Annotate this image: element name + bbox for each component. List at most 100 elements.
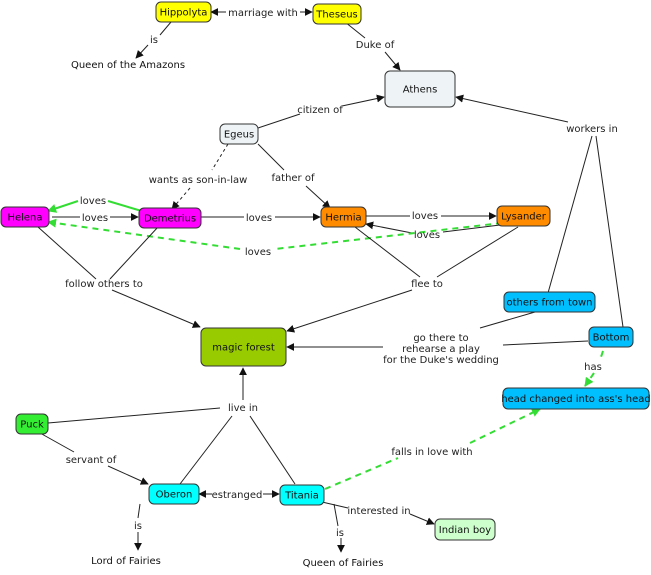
edge-hermia-flee	[354, 226, 421, 278]
node-bottom-box	[588, 326, 634, 348]
node-lysander[interactable]: Lysander	[496, 205, 551, 227]
node-head-changed[interactable]: head changed into ass's head	[501, 387, 651, 410]
node-lysander-label: Lysander	[501, 212, 547, 223]
edge-puck-live	[47, 407, 221, 424]
edge-interested-indian	[409, 513, 435, 525]
edge-workers-athens	[455, 94, 569, 123]
label-live-in: live in	[228, 403, 258, 414]
edge-green-lysander-loves	[274, 222, 503, 250]
label-go-there-line1: go there to	[413, 333, 468, 344]
label-follow-others-to: follow others to	[65, 279, 143, 290]
node-hippolyta-label: Hippolyta	[160, 8, 208, 19]
label-servant-of: servant of	[66, 455, 117, 466]
edge-bottom-has	[599, 350, 604, 361]
edge-father-hermia	[305, 185, 331, 209]
edge-others-workers	[547, 135, 593, 294]
label-is-titania: is	[336, 528, 344, 539]
label-has: has	[584, 362, 602, 373]
node-hippolyta-box	[155, 1, 212, 23]
edge-falls-head	[469, 408, 541, 444]
edge-titania-falls	[324, 457, 399, 490]
node-theseus[interactable]: Theseus	[312, 3, 362, 25]
node-indian-boy-label: Indian boy	[439, 525, 492, 536]
edge-duke-athens	[384, 51, 401, 71]
edge-citizen-athens	[341, 94, 385, 107]
label-loves-lysander-hermia: loves	[414, 230, 440, 241]
node-oberon[interactable]: Oberon	[148, 483, 200, 505]
edge-oberon-live	[179, 415, 233, 485]
label-estranged: estranged	[212, 490, 263, 501]
node-others-from-town-label: others from town	[506, 298, 592, 309]
label-workers-in: workers in	[566, 124, 618, 135]
node-titania-label: Titania	[284, 491, 319, 502]
edge-bottom-workers	[595, 135, 624, 328]
node-magic-forest-label: magic forest	[212, 343, 275, 354]
edges	[37, 8, 624, 553]
node-oberon-box	[148, 483, 200, 505]
node-theseus-box	[312, 3, 362, 25]
node-titania[interactable]: Titania	[279, 484, 325, 506]
node-hermia-box	[320, 206, 367, 228]
edge-flee-forest	[286, 289, 413, 333]
label-loves-top: loves	[80, 196, 106, 207]
edge-lysander-loves	[442, 224, 501, 233]
edge-egeus-wants	[211, 143, 229, 171]
edge-egeus-citizen	[257, 113, 301, 129]
edge-wants-demetrius	[171, 187, 191, 210]
node-athens[interactable]: Athens	[384, 70, 456, 108]
edge-titania-live	[249, 415, 296, 485]
concept-queen-of-fairies: Queen of Fairies	[303, 558, 384, 569]
link-labels: marriage with is Duke of citizen of work…	[65, 8, 618, 539]
node-egeus[interactable]: Egeus	[219, 123, 259, 145]
node-athens-box	[384, 70, 456, 108]
concept-lord-of-fairies: Lord of Fairies	[91, 556, 161, 567]
node-puck[interactable]: Puck	[15, 413, 49, 435]
label-go-there-line2: rehearse a play	[402, 344, 480, 355]
label-loves-lysander-helena: loves	[245, 247, 271, 258]
node-puck-label: Puck	[20, 420, 44, 431]
edge-loves-hermia-back	[365, 221, 413, 234]
node-demetrius-box	[138, 207, 202, 229]
edge-others-go-there	[479, 311, 536, 329]
node-magic-forest[interactable]: magic forest	[200, 327, 287, 367]
edge-titania-interested	[321, 501, 349, 509]
label-loves-hermia-lysander: loves	[412, 211, 438, 222]
node-athens-label: Athens	[403, 85, 438, 96]
node-hippolyta[interactable]: Hippolyta	[155, 1, 212, 23]
node-titania-box	[279, 484, 325, 506]
edge-puck-servant	[39, 432, 75, 453]
node-egeus-box	[219, 123, 259, 145]
node-puck-box	[15, 413, 49, 435]
edge-servant-oberon	[107, 465, 149, 485]
edge-green-loves-top-tail	[107, 200, 146, 213]
node-hermia[interactable]: Hermia	[320, 206, 367, 228]
edge-hippolyta-is	[159, 21, 172, 36]
node-magic-forest-box	[200, 327, 287, 367]
node-oberon-label: Oberon	[156, 490, 193, 501]
node-head-changed-box	[502, 387, 650, 410]
node-theseus-label: Theseus	[315, 10, 358, 21]
label-interested-in: interested in	[347, 506, 410, 517]
node-bottom[interactable]: Bottom	[588, 326, 634, 348]
node-demetrius[interactable]: Demetrius	[138, 207, 202, 229]
label-is-hippolyta: is	[150, 35, 158, 46]
node-indian-boy[interactable]: Indian boy	[434, 518, 496, 541]
node-others-from-town-box	[503, 291, 596, 313]
edge-bottom-go-there	[502, 340, 589, 346]
edge-has-head	[584, 372, 595, 387]
edge-oberon-is	[137, 503, 141, 519]
plain-concepts: Queen of the Amazons Lord of Fairies Que…	[71, 60, 383, 569]
label-father-of: father of	[272, 173, 315, 184]
node-demetrius-label: Demetrius	[144, 214, 196, 225]
edge-theseus-duke	[344, 21, 366, 39]
node-head-changed-label: head changed into ass's head	[501, 394, 650, 405]
label-flee-to: flee to	[411, 279, 443, 290]
concept-queen-of-the-amazons: Queen of the Amazons	[71, 60, 185, 71]
label-go-there-line3: for the Duke's wedding	[383, 355, 499, 366]
node-helena[interactable]: Helena	[0, 206, 50, 228]
node-others-from-town[interactable]: others from town	[503, 291, 596, 313]
node-lysander-box	[496, 205, 551, 227]
label-loves-helena-demetrius: loves	[82, 213, 108, 224]
node-egeus-label: Egeus	[224, 130, 254, 141]
edge-green-loves-top	[47, 200, 79, 213]
